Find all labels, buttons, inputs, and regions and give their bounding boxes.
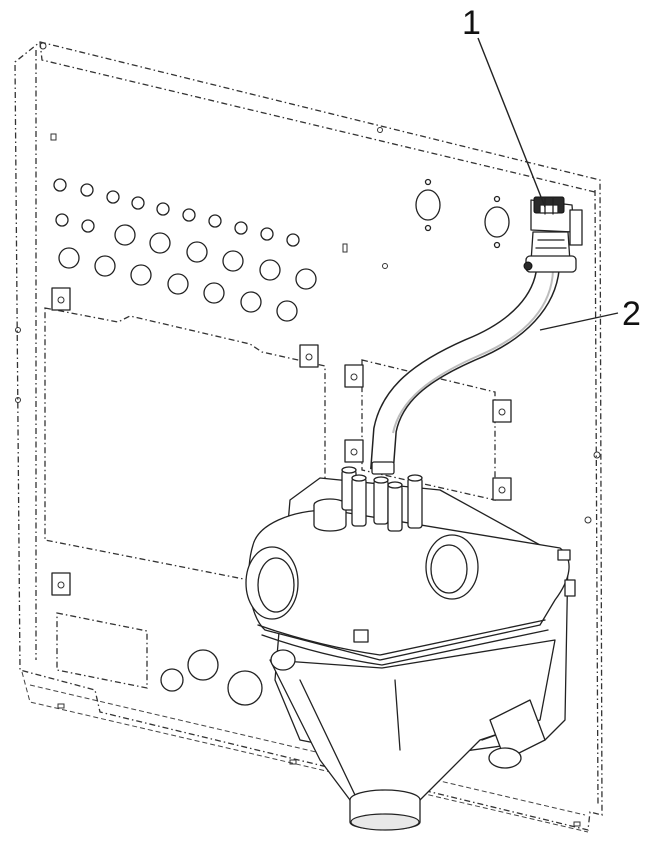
leader-line-1 bbox=[477, 37, 546, 208]
panel-holes bbox=[53, 178, 510, 322]
callout-1: 1 bbox=[462, 4, 546, 208]
callout-label-1: 1 bbox=[462, 4, 481, 42]
valve bbox=[523, 196, 583, 273]
siphon-tank bbox=[245, 466, 576, 831]
back-panel bbox=[14, 41, 603, 833]
leader-line-2 bbox=[539, 312, 619, 331]
mounting-plate-right bbox=[344, 359, 512, 501]
mounting-plate-left bbox=[44, 287, 326, 596]
callout-label-2: 2 bbox=[622, 295, 641, 333]
hose bbox=[370, 266, 560, 475]
panel-lower-features bbox=[56, 612, 263, 706]
callout-2: 2 bbox=[539, 295, 641, 333]
